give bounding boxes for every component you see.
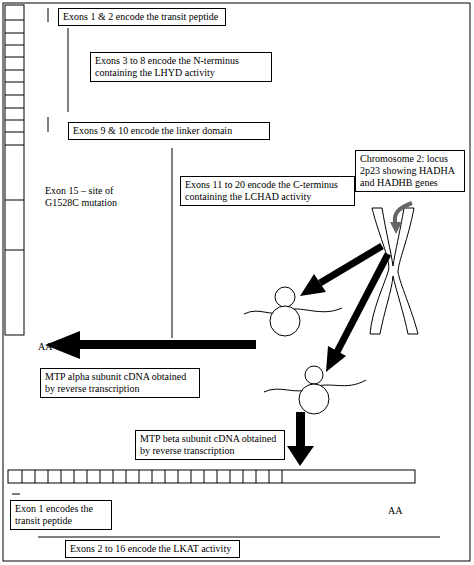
text-box: Chromosome 2: locus 2p23 showing HADHA a…: [355, 150, 465, 192]
ribosome-large: [270, 306, 300, 336]
exon-divider: [126, 470, 127, 483]
polya-tail-label: AA: [38, 341, 68, 353]
text-box: MTP alpha subunit cDNA obtained by rever…: [40, 368, 200, 398]
bracket-line: [48, 8, 49, 22]
box-text: Exons 1 & 2 encode the transit peptide: [63, 11, 221, 23]
polya-tail-label: AA: [388, 505, 418, 517]
box-text: Exons 2 to 16 encode the LKAT activity: [70, 543, 235, 555]
exon-divider: [5, 132, 24, 133]
text-box: Exon 1 encodes the transit peptide: [10, 500, 112, 530]
arrow-head: [326, 346, 346, 372]
text-box: Exons 11 to 20 encode the C-terminus con…: [180, 176, 355, 206]
exon-divider: [217, 470, 218, 483]
exon-divider: [204, 470, 205, 483]
exon-divider: [5, 70, 24, 71]
exon-divider: [5, 120, 24, 121]
ribosome-small: [275, 287, 295, 307]
exon-divider: [165, 470, 166, 483]
bracket-line: [38, 537, 440, 538]
figure-frame: [3, 3, 470, 561]
thick-arrow: [337, 254, 388, 352]
bracket-line: [12, 494, 20, 495]
bracket-line: [172, 148, 173, 338]
text-box: Exons 2 to 16 encode the LKAT activity: [65, 540, 240, 558]
exon-divider: [152, 470, 153, 483]
exon-divider: [48, 470, 49, 483]
exon-divider: [5, 82, 24, 83]
exon-divider: [5, 95, 24, 96]
exon-divider: [61, 470, 62, 483]
thick-arrow: [296, 412, 305, 448]
ribosome-large: [299, 384, 329, 414]
exon-divider: [5, 200, 24, 201]
bar-outline: [5, 5, 24, 335]
ribosome-small: [305, 366, 323, 384]
thick-arrow: [78, 340, 256, 349]
arrow-head: [300, 274, 326, 296]
exon-divider: [5, 57, 24, 58]
exon-divider: [230, 470, 231, 483]
text-box: Exons 9 & 10 encode the linker domain: [68, 122, 270, 140]
exon-divider: [256, 470, 257, 483]
exon-divider: [22, 470, 23, 483]
exon-divider: [282, 470, 283, 483]
beta-cdna-bar: [8, 470, 415, 483]
bracket-line: [48, 117, 49, 132]
box-text: Exons 9 & 10 encode the linker domain: [73, 125, 265, 137]
exon-divider: [5, 145, 24, 146]
exon-divider: [243, 470, 244, 483]
box-text: Exons 3 to 8 encode the N-terminus conta…: [95, 55, 267, 79]
box-text: MTP alpha subunit cDNA obtained by rever…: [45, 371, 195, 395]
arrow-head: [390, 222, 402, 234]
exon-divider: [87, 470, 88, 483]
exon-divider: [5, 45, 24, 46]
exon-divider: [5, 250, 24, 251]
box-text: Chromosome 2: locus 2p23 showing HADHA a…: [360, 153, 460, 189]
exon-divider: [139, 470, 140, 483]
box-text: Exons 11 to 20 encode the C-terminus con…: [185, 179, 350, 203]
exon-divider: [5, 20, 24, 21]
bracket-line: [68, 28, 69, 112]
exon-divider: [191, 470, 192, 483]
exon-divider: [178, 470, 179, 483]
exon-divider: [113, 470, 114, 483]
text-box: MTP beta subunit cDNA obtained by revers…: [135, 430, 285, 460]
exon-divider: [5, 108, 24, 109]
exon-divider: [269, 470, 270, 483]
exon-divider: [5, 33, 24, 34]
bar-outline: [8, 470, 415, 483]
alpha-cdna-bar: [5, 5, 24, 335]
text-box: Exons 3 to 8 encode the N-terminus conta…: [90, 52, 272, 82]
box-text: Exon 1 encodes the transit peptide: [15, 503, 107, 527]
arrow-head: [287, 446, 314, 466]
box-text: MTP beta subunit cDNA obtained by revers…: [140, 433, 280, 457]
exon-divider: [100, 470, 101, 483]
exon-divider: [35, 470, 36, 483]
text-box: Exons 1 & 2 encode the transit peptide: [58, 8, 226, 26]
mutation-note: Exon 15 – site of G1528C mutation: [45, 185, 140, 209]
exon-divider: [74, 470, 75, 483]
